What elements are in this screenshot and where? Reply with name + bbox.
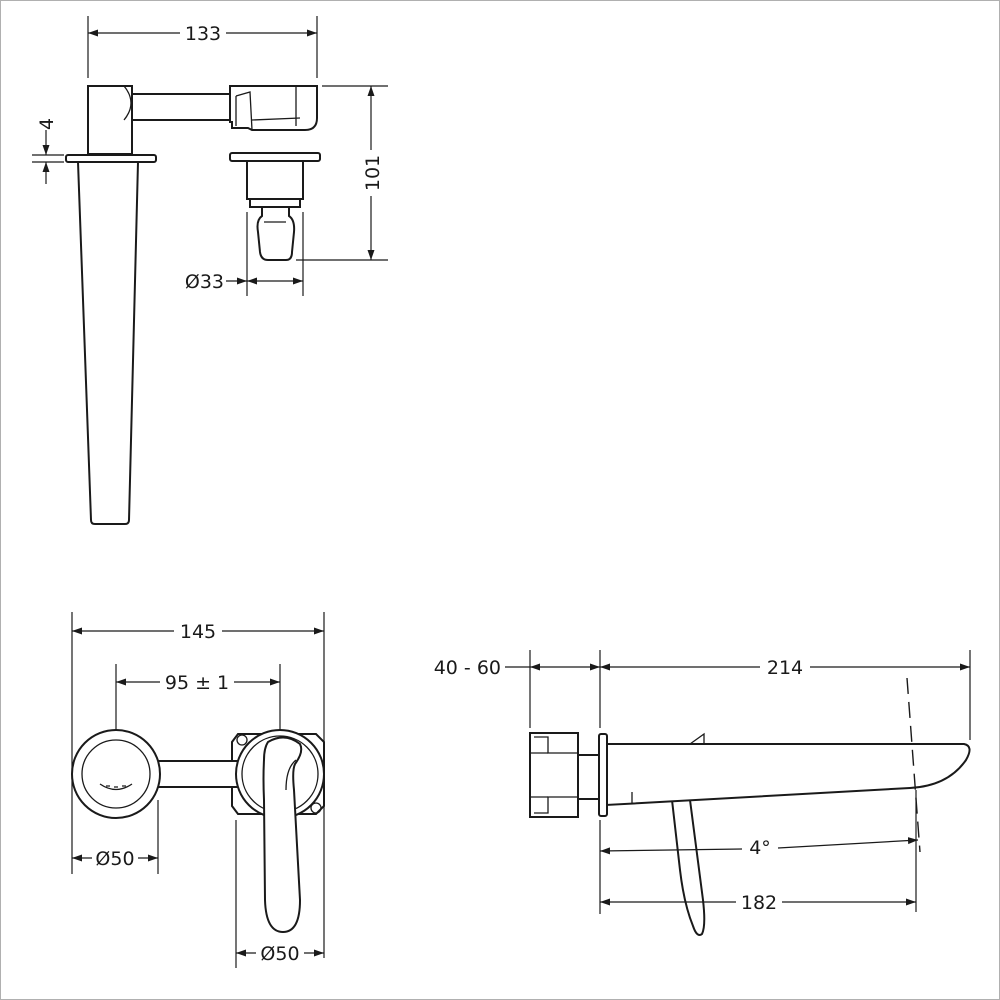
spout-rosette [71,729,161,819]
front-connecting-arm [149,760,243,788]
spout-wall-plate [65,154,157,163]
valve-plate [229,152,321,162]
handle-rosette-diameter-label: Ø50 [260,943,299,965]
spout-length-label: 214 [767,657,803,679]
spout-top-outline [76,161,140,525]
spindle-diameter-label: Ø33 [185,271,224,293]
spout-side [605,743,971,807]
lever-handle [262,736,303,934]
centers-distance-label: 95 ± 1 [165,672,229,694]
spout-body-block [87,85,133,155]
wall-range-label: 40 - 60 [434,657,501,679]
connecting-arm [131,93,233,121]
plate-thickness-label: 4 [36,118,58,130]
angle-label: 4° [749,837,771,859]
valve-body-side [529,732,579,818]
top-height-label: 101 [362,155,384,191]
top-width-label: 133 [185,23,221,45]
top-view: 133 101 4 Ø33 [32,16,388,525]
lever-side [670,799,706,936]
valve-spindle [256,206,296,261]
side-view: 40 - 60 214 4° 182 [434,650,971,936]
spout-rosette-diameter-label: Ø50 [95,848,134,870]
wall-escutcheon [598,733,608,817]
spout-reach-label: 182 [741,892,777,914]
valve-cartridge [246,160,304,200]
front-view: 145 95 ± 1 Ø50 Ø50 [71,612,325,968]
handle-block-top [229,85,318,131]
front-width-label: 145 [180,621,216,643]
